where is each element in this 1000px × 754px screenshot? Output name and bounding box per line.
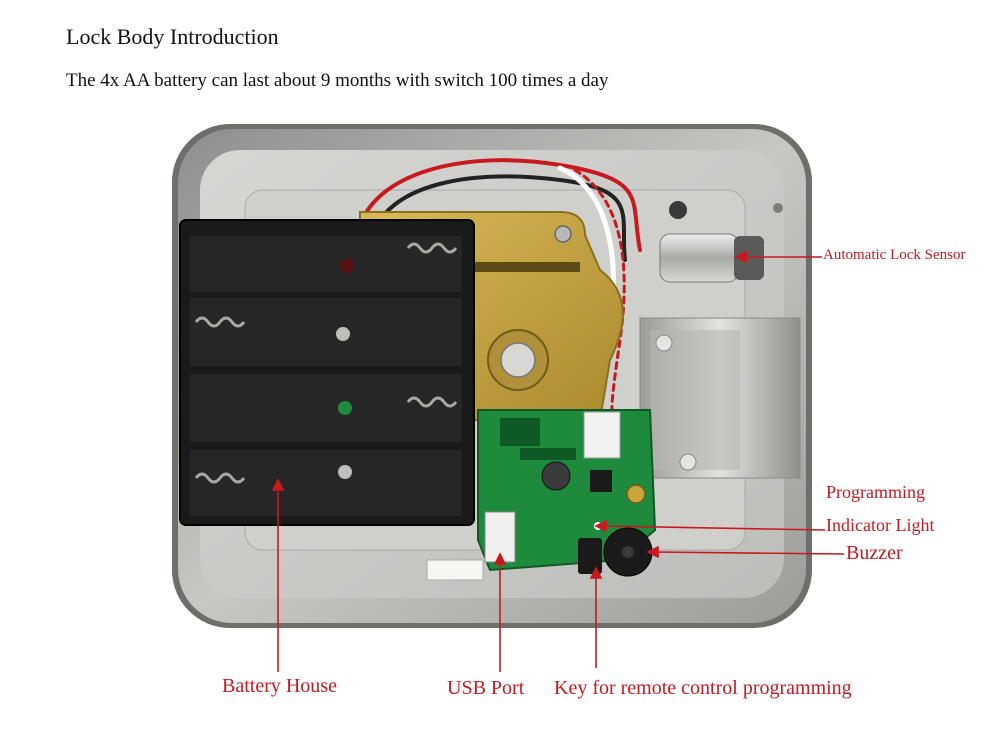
callout-arrows: [271, 250, 845, 672]
arrow-indicator-light: [601, 525, 826, 531]
page-title: Lock Body Introduction: [66, 24, 279, 49]
control-pcb: [426, 409, 657, 581]
programming-key: [578, 538, 602, 574]
battery-life-description: The 4x AA battery can last about 9 month…: [66, 70, 609, 91]
label-indicator-light: Indicator Light: [826, 515, 935, 535]
label-usb-port: USB Port: [447, 677, 525, 699]
battery-house: [179, 219, 475, 526]
automatic-lock-sensor: [659, 201, 764, 283]
arrow-buzzer: [653, 551, 845, 555]
label-programming: Programming: [826, 482, 925, 502]
label-key-remote-programming: Key for remote control programming: [554, 677, 852, 699]
label-buzzer: Buzzer: [846, 542, 903, 564]
label-automatic-lock-sensor: Automatic Lock Sensor: [823, 247, 966, 263]
latch-bolt: [639, 317, 801, 479]
label-battery-house: Battery House: [222, 675, 337, 697]
